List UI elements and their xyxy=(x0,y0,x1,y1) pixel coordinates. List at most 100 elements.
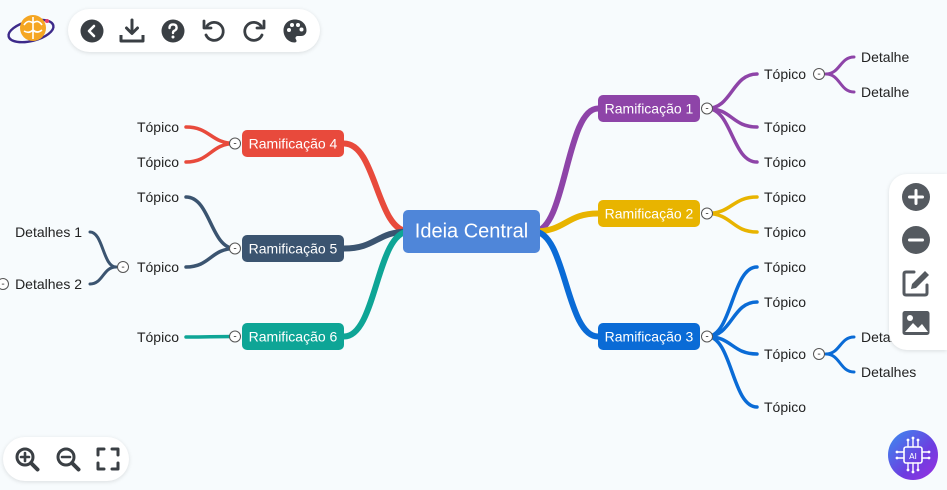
topic-node[interactable]: Tópico xyxy=(137,189,179,205)
zoom-controls xyxy=(3,437,129,481)
topic-collapse-toggle-symbol: - xyxy=(817,69,820,80)
add-node-button[interactable] xyxy=(901,182,931,212)
central-node-label: Ideia Central xyxy=(415,221,528,243)
fullscreen-icon xyxy=(96,447,120,471)
main-toolbar xyxy=(68,9,320,52)
branch-node-1[interactable] xyxy=(598,95,700,122)
link-topic-detail-1-1-1 xyxy=(824,55,856,76)
help-icon xyxy=(161,19,185,43)
link-branch-5-topic-1 xyxy=(184,195,237,251)
topic-node[interactable]: Tópico xyxy=(764,346,806,362)
topic-collapse-toggle[interactable] xyxy=(813,68,825,80)
zoom-in-button[interactable] xyxy=(14,446,40,472)
branch-1-collapse-toggle[interactable] xyxy=(701,102,713,115)
branch-6-collapse-toggle-symbol: - xyxy=(233,332,236,343)
edit-icon xyxy=(902,270,929,297)
branch-node-6[interactable] xyxy=(242,323,344,350)
branch-2-collapse-toggle[interactable] xyxy=(701,207,713,220)
link-branch-6-topic-1 xyxy=(184,334,237,339)
topic-node[interactable]: Tópico xyxy=(764,154,806,170)
link-topic-detail-1-1-2 xyxy=(824,72,856,94)
branch-1-collapse-toggle-symbol: - xyxy=(705,104,708,115)
topic-collapse-toggle[interactable] xyxy=(117,261,129,273)
link-topic-detail-3-3-2 xyxy=(824,352,856,374)
branch-node-4[interactable] xyxy=(242,130,344,157)
app-logo xyxy=(6,9,58,51)
link-topic-detail-5-2-1 xyxy=(88,230,118,269)
detail-collapse-toggle-symbol: - xyxy=(1,279,4,290)
topic-collapse-toggle-symbol: - xyxy=(817,349,820,360)
detail-node[interactable]: Detalhe xyxy=(861,84,909,100)
topic-node[interactable]: Tópico xyxy=(137,154,179,170)
detail-node[interactable]: Detalhes 2 xyxy=(15,276,82,292)
branch-3-collapse-toggle-symbol: - xyxy=(705,332,708,343)
redo-icon xyxy=(243,19,266,42)
topic-collapse-toggle-symbol: - xyxy=(121,262,124,273)
topic-node[interactable]: Tópico xyxy=(764,119,806,135)
link-branch-3-topic-4 xyxy=(705,334,759,409)
topic-node[interactable]: Tópico xyxy=(137,259,179,275)
branch-4-collapse-toggle-symbol: - xyxy=(233,139,236,150)
link-topic-detail-3-3-1 xyxy=(824,335,856,356)
branch-node-4-label: Ramificação 4 xyxy=(249,136,338,152)
back-icon xyxy=(80,19,104,43)
topic-node[interactable]: Tópico xyxy=(764,294,806,310)
detail-node[interactable]: Detalhes xyxy=(861,364,916,380)
remove-node-button[interactable] xyxy=(901,225,931,255)
download-button[interactable] xyxy=(119,18,145,44)
topic-node[interactable]: Tópico xyxy=(764,224,806,240)
topic-node[interactable]: Tópico xyxy=(764,189,806,205)
redo-button[interactable] xyxy=(241,18,267,44)
link-central-branch-6 xyxy=(341,228,412,340)
add-node-icon xyxy=(902,183,930,211)
link-central-branch-3 xyxy=(531,228,601,340)
fullscreen-button[interactable] xyxy=(95,446,121,472)
remove-node-icon xyxy=(902,226,930,254)
link-branch-3-topic-2 xyxy=(705,300,759,339)
insert-image-button[interactable] xyxy=(901,308,931,338)
back-button[interactable] xyxy=(79,18,105,44)
link-branch-5-topic-2 xyxy=(184,246,237,269)
undo-button[interactable] xyxy=(201,18,227,44)
branch-2-collapse-toggle-symbol: - xyxy=(705,209,708,220)
link-branch-2-topic-1 xyxy=(705,195,759,216)
node-tools-panel xyxy=(889,174,947,350)
branch-6-collapse-toggle[interactable] xyxy=(229,330,241,343)
branch-5-collapse-toggle-symbol: - xyxy=(233,244,236,255)
link-branch-4-topic-1 xyxy=(184,125,237,146)
image-icon xyxy=(902,311,930,335)
link-branch-1-topic-3 xyxy=(705,106,759,164)
branch-node-5-label: Ramificação 5 xyxy=(249,241,338,257)
link-central-branch-4 xyxy=(341,140,412,235)
help-button[interactable] xyxy=(160,18,186,44)
palette-icon xyxy=(283,19,307,43)
branch-5-collapse-toggle[interactable] xyxy=(229,242,241,255)
topic-collapse-toggle[interactable] xyxy=(813,348,825,360)
download-icon xyxy=(119,18,145,43)
topic-node[interactable]: Tópico xyxy=(137,119,179,135)
detail-node[interactable]: Detalhes 1 xyxy=(15,224,82,240)
branch-node-3-label: Ramificação 3 xyxy=(605,329,694,345)
link-topic-detail-5-2-2 xyxy=(88,265,118,286)
detail-collapse-toggle[interactable] xyxy=(0,278,9,290)
topic-node[interactable]: Tópico xyxy=(764,399,806,415)
link-branch-2-topic-2 xyxy=(705,211,759,234)
ai-assistant-button[interactable]: AI xyxy=(888,430,938,480)
zoom-out-button[interactable] xyxy=(55,446,81,472)
link-branch-1-topic-1 xyxy=(705,72,759,111)
theme-button[interactable] xyxy=(282,18,308,44)
branch-node-5[interactable] xyxy=(242,235,344,262)
edit-node-button[interactable] xyxy=(901,268,931,298)
zoom-in-icon xyxy=(15,447,40,472)
topic-node[interactable]: Tópico xyxy=(764,66,806,82)
detail-node[interactable]: Detalhe xyxy=(861,49,909,65)
topic-node[interactable]: Tópico xyxy=(137,329,179,345)
topic-node[interactable]: Tópico xyxy=(764,259,806,275)
branch-node-2[interactable] xyxy=(598,200,700,227)
branch-4-collapse-toggle[interactable] xyxy=(229,137,241,150)
branch-3-collapse-toggle[interactable] xyxy=(701,330,713,343)
branch-node-3[interactable] xyxy=(598,323,700,350)
branch-node-1-label: Ramificação 1 xyxy=(605,101,694,117)
central-node[interactable] xyxy=(403,210,540,253)
